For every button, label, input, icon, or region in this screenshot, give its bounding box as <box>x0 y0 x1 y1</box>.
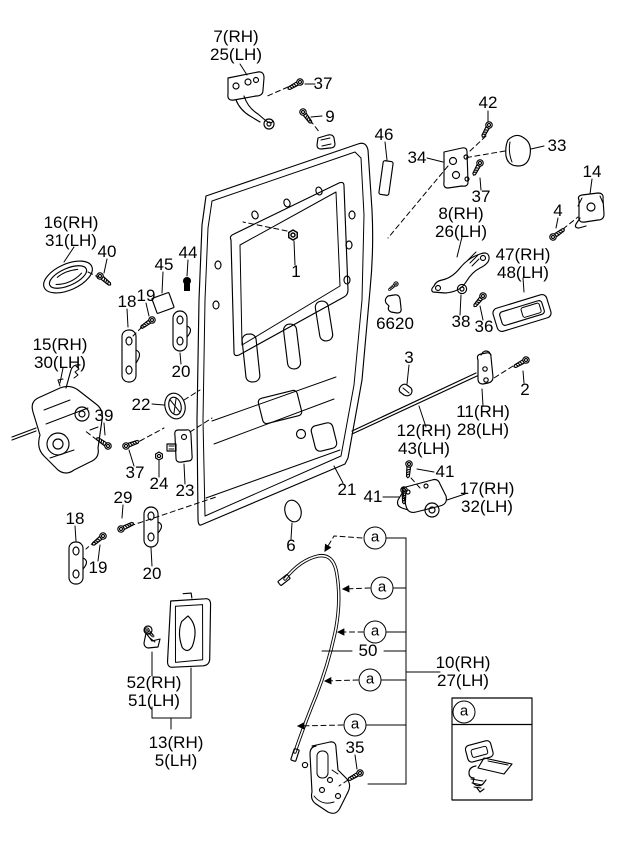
callout-46: 46 <box>374 125 394 145</box>
part-hinge-7-25 <box>227 71 275 130</box>
callout-22: 22 <box>131 395 151 415</box>
callout-18-upper: 18 <box>117 292 137 312</box>
callout-37-left: 37 <box>125 463 145 483</box>
part-clip-52-51 <box>143 625 161 649</box>
callout-16-31: 16(RH) 31(LH) <box>43 213 99 250</box>
marker-a-5: a <box>343 713 367 737</box>
callout-40: 40 <box>97 242 117 262</box>
callout-1: 1 <box>291 262 301 282</box>
callout-10-27: 10(RH) 27(LH) <box>435 653 491 690</box>
door-panel-drawing <box>196 142 374 526</box>
callout-21: 21 <box>337 480 357 500</box>
part-roller-17-32 <box>396 478 447 518</box>
part-strip-46 <box>378 160 394 196</box>
marker-a-3: a <box>363 620 387 644</box>
callout-37-top: 37 <box>313 74 333 94</box>
callout-7-25: 7(RH) 25(LH) <box>210 27 262 64</box>
callout-35: 35 <box>345 738 365 758</box>
callout-24: 24 <box>149 474 169 494</box>
part-handle-16-31 <box>43 260 93 294</box>
part-cover-33 <box>505 134 531 167</box>
part-cable-50 <box>277 553 341 769</box>
part-arm-8-26 <box>431 251 490 294</box>
callout-34: 34 <box>407 148 427 168</box>
marker-arrows <box>296 535 371 730</box>
callout-47-48: 47(RH) 48(LH) <box>495 245 551 282</box>
callout-9: 9 <box>325 107 335 127</box>
callout-18-lower: 18 <box>65 509 85 529</box>
part-plate-18-upper <box>121 329 141 383</box>
part-plate-20-lower <box>143 506 163 548</box>
part-bezel-47-48 <box>492 294 552 332</box>
part-clip-9 <box>316 134 336 150</box>
marker-a-4: a <box>358 668 382 692</box>
part-rod-12-43 <box>351 372 478 435</box>
callout-41-left: 41 <box>363 487 383 507</box>
part-bracket-34 <box>443 147 470 189</box>
callout-52-51: 52(RH) 51(LH) <box>126 673 182 710</box>
marker-a-2: a <box>370 576 394 600</box>
callout-14: 14 <box>582 162 602 182</box>
part-grommet-22 <box>164 392 186 420</box>
callout-29: 29 <box>113 488 133 508</box>
legend-clip-drawing <box>464 740 513 793</box>
part-plate-18-lower <box>68 541 88 585</box>
part-ring-6 <box>284 499 302 523</box>
marker-a-6: a <box>452 700 476 724</box>
callout-23: 23 <box>175 481 195 501</box>
callout-33: 33 <box>547 136 567 156</box>
callout-41-right: 41 <box>435 462 455 482</box>
part-latch-15-30 <box>11 364 103 474</box>
assembly-dashed-lines <box>83 86 579 787</box>
callout-8-26: 8(RH) 26(LH) <box>435 204 487 241</box>
part-link-11-28 <box>476 350 494 385</box>
callout-6620: 6620 <box>376 314 414 334</box>
part-clip-3 <box>398 383 413 397</box>
callout-36: 36 <box>474 317 494 337</box>
part-latch-35 <box>309 741 351 814</box>
marker-a-1: a <box>363 526 387 550</box>
part-pad-45 <box>151 292 175 314</box>
part-bracket-14 <box>574 192 605 229</box>
callout-3: 3 <box>404 348 414 368</box>
part-6620 <box>384 280 402 314</box>
callout-4: 4 <box>553 201 563 221</box>
part-drawings <box>11 71 605 814</box>
part-plate-20-upper <box>172 310 192 352</box>
callout-17-32: 17(RH) 32(LH) <box>459 479 515 516</box>
callout-13-5: 13(RH) 5(LH) <box>148 733 204 770</box>
callout-39: 39 <box>94 406 114 426</box>
callout-50: 50 <box>358 641 378 661</box>
callout-45: 45 <box>154 255 174 275</box>
callout-6: 6 <box>286 536 296 556</box>
callout-20-upper: 20 <box>171 362 191 382</box>
callout-11-28: 11(RH) 28(LH) <box>456 402 510 439</box>
part-housing-13-5 <box>166 592 212 668</box>
callout-2: 2 <box>520 380 530 400</box>
callout-38: 38 <box>451 312 471 332</box>
callout-37-mid: 37 <box>471 187 491 207</box>
legend-box <box>451 697 533 801</box>
part-grommet-44 <box>183 277 191 291</box>
callout-19-lower: 19 <box>88 558 108 578</box>
callout-12-43: 12(RH) 43(LH) <box>396 421 452 458</box>
callout-42: 42 <box>478 93 498 113</box>
callout-19-upper: 19 <box>136 286 156 306</box>
callout-15-30: 15(RH) 30(LH) <box>32 335 88 372</box>
leader-lines <box>59 63 593 785</box>
callout-44: 44 <box>178 243 198 263</box>
callout-20-lower: 20 <box>142 564 162 584</box>
